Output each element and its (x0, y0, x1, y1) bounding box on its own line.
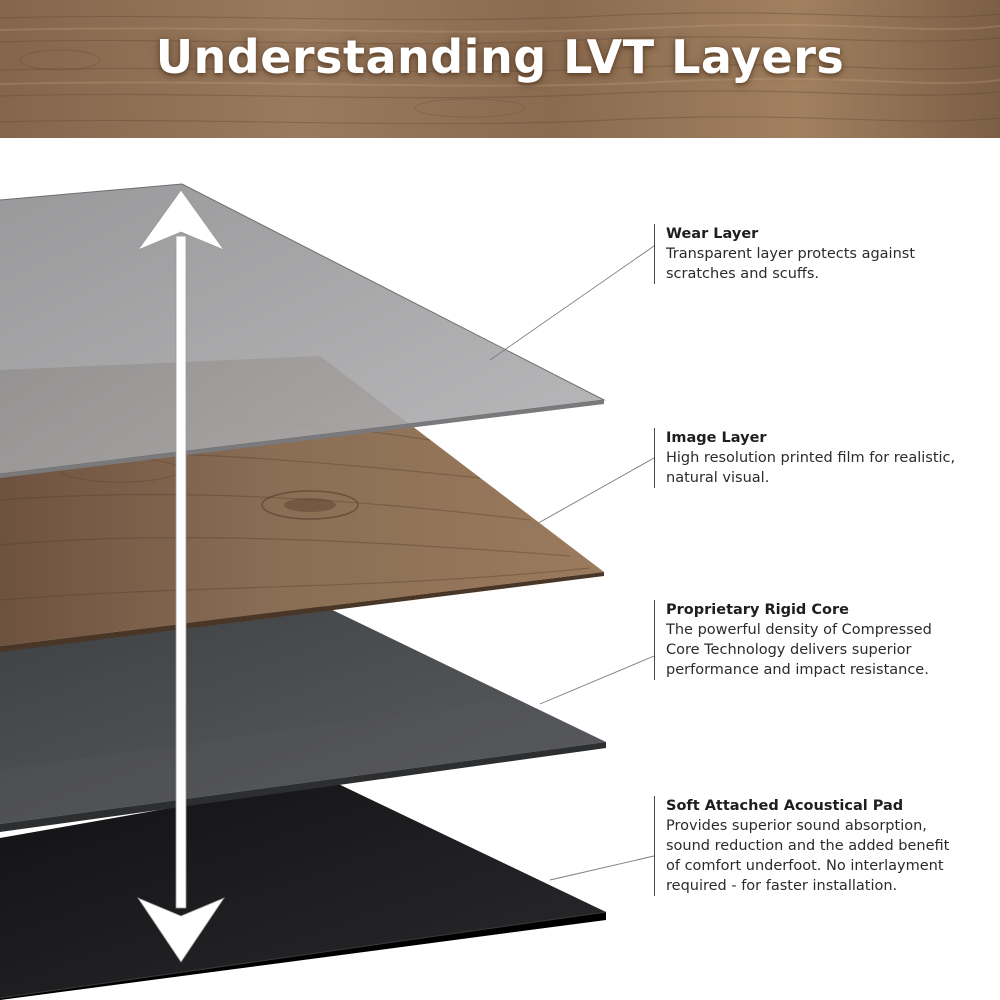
callout-wear-layer: Wear Layer Transparent layer protects ag… (654, 224, 986, 284)
wear-leader-line (489, 245, 655, 361)
callout-acoustic-pad: Soft Attached Acoustical Pad Provides su… (654, 796, 986, 896)
rigid-core-layer (0, 604, 606, 832)
double-headed-vertical-arrow-icon (136, 189, 226, 963)
rigid-core-desc-line: The powerful density of Compressed (666, 622, 932, 638)
core-leader-line (539, 655, 655, 705)
wood-texture-banner (0, 0, 1000, 138)
rigid-core-title: Proprietary Rigid Core (666, 602, 849, 618)
image-leader-line (525, 457, 655, 531)
acoustic-pad-desc-line: required - for faster installation. (666, 878, 898, 894)
acoustic-pad-desc-line: Provides superior sound absorption, (666, 818, 927, 834)
acoustic-pad-layer (0, 780, 607, 1000)
rigid-core-desc-line: performance and impact resistance. (666, 662, 929, 678)
header-banner: Understanding LVT Layers (0, 0, 1000, 138)
pad-leader-line (549, 855, 655, 881)
wear-layer-title: Wear Layer (666, 226, 759, 242)
acoustic-pad-title: Soft Attached Acoustical Pad (666, 798, 904, 814)
page-title: Understanding LVT Layers (155, 30, 845, 84)
image-layer-desc-line: High resolution printed film for realist… (666, 450, 956, 466)
image-layer-desc-line: natural visual. (666, 470, 770, 486)
wear-layer (0, 183, 606, 478)
acoustic-pad-desc-line: of comfort underfoot. No interlayment (666, 858, 944, 874)
acoustic-pad-desc-line: sound reduction and the added benefit (666, 838, 950, 854)
image-layer-title: Image Layer (666, 430, 767, 446)
wear-layer-desc-line: Transparent layer protects against (666, 246, 916, 262)
rigid-core-desc-line: Core Technology delivers superior (666, 642, 912, 658)
callout-image-layer: Image Layer High resolution printed film… (654, 428, 986, 488)
callout-rigid-core: Proprietary Rigid Core The powerful dens… (654, 600, 986, 680)
wear-layer-desc-line: scratches and scuffs. (666, 266, 820, 282)
leader-lines (489, 245, 655, 881)
